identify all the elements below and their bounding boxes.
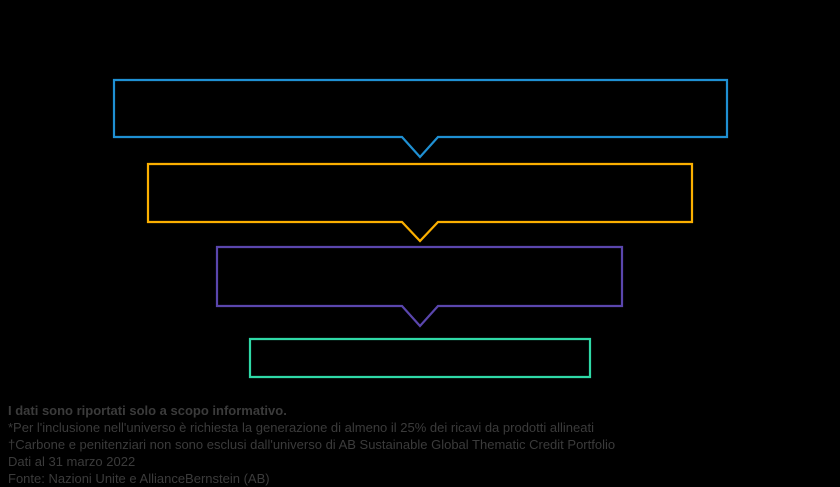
footnote-inclusion-note: *Per l'inclusione nell'universo è richie…: [8, 420, 594, 435]
funnel-stage-2-box: [146, 162, 694, 243]
footnote-as-of-date: Dati al 31 marzo 2022: [8, 454, 136, 469]
funnel-stage-4-box: [248, 337, 592, 379]
footnote-exclusion-note: †Carbone e penitenziari non sono esclusi…: [8, 437, 616, 452]
footnote-disclaimer: I dati sono riportati solo a scopo infor…: [8, 403, 287, 418]
footnotes: I dati sono riportati solo a scopo infor…: [8, 402, 615, 487]
footnote-source: Fonte: Nazioni Unite e AllianceBernstein…: [8, 471, 270, 486]
funnel-stage-3-box: [215, 245, 624, 328]
funnel-stage-1-box: [112, 78, 729, 159]
